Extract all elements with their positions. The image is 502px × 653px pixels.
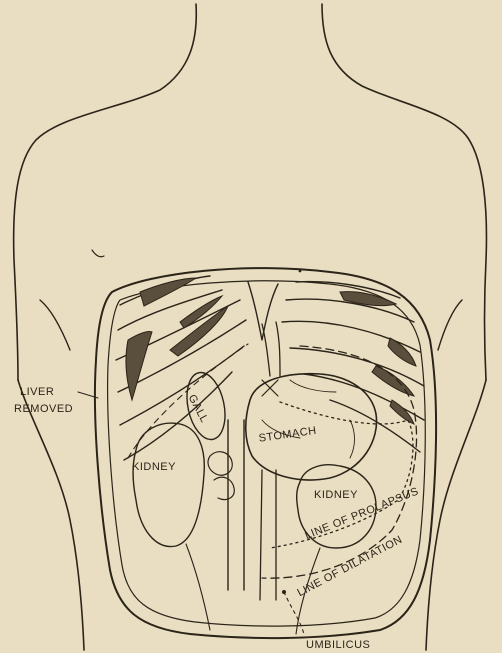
aorta bbox=[228, 420, 244, 590]
armpit-left bbox=[40, 300, 70, 350]
torso-outline-right bbox=[322, 4, 486, 380]
ribs-left bbox=[116, 276, 246, 460]
liver-label-line2: REMOVED bbox=[14, 403, 73, 415]
kidney-left-label: KIDNEY bbox=[132, 461, 176, 473]
abdominal-inner-wall bbox=[108, 281, 426, 626]
intestine-coils bbox=[208, 452, 234, 500]
torso-outline-left bbox=[14, 4, 197, 380]
dilatation-label: LINE OF DILATATION bbox=[295, 534, 404, 600]
stomach-label: STOMACH bbox=[258, 425, 317, 445]
lower-torso-right bbox=[426, 380, 486, 650]
kidney-right-label: KIDNEY bbox=[314, 489, 358, 501]
kidney-left bbox=[133, 423, 204, 546]
vena-cava bbox=[260, 470, 276, 600]
ureter-left bbox=[186, 544, 210, 630]
umbilicus-label: UMBILICUS bbox=[306, 639, 370, 651]
cardia-mark bbox=[262, 380, 278, 396]
nipple-mark bbox=[92, 250, 104, 257]
stomach-shading bbox=[262, 380, 355, 458]
lower-torso-left bbox=[18, 380, 84, 650]
liver-label-line1: LIVER bbox=[20, 386, 54, 398]
umbilicus-dot bbox=[282, 590, 286, 594]
armpit-right bbox=[438, 300, 462, 350]
